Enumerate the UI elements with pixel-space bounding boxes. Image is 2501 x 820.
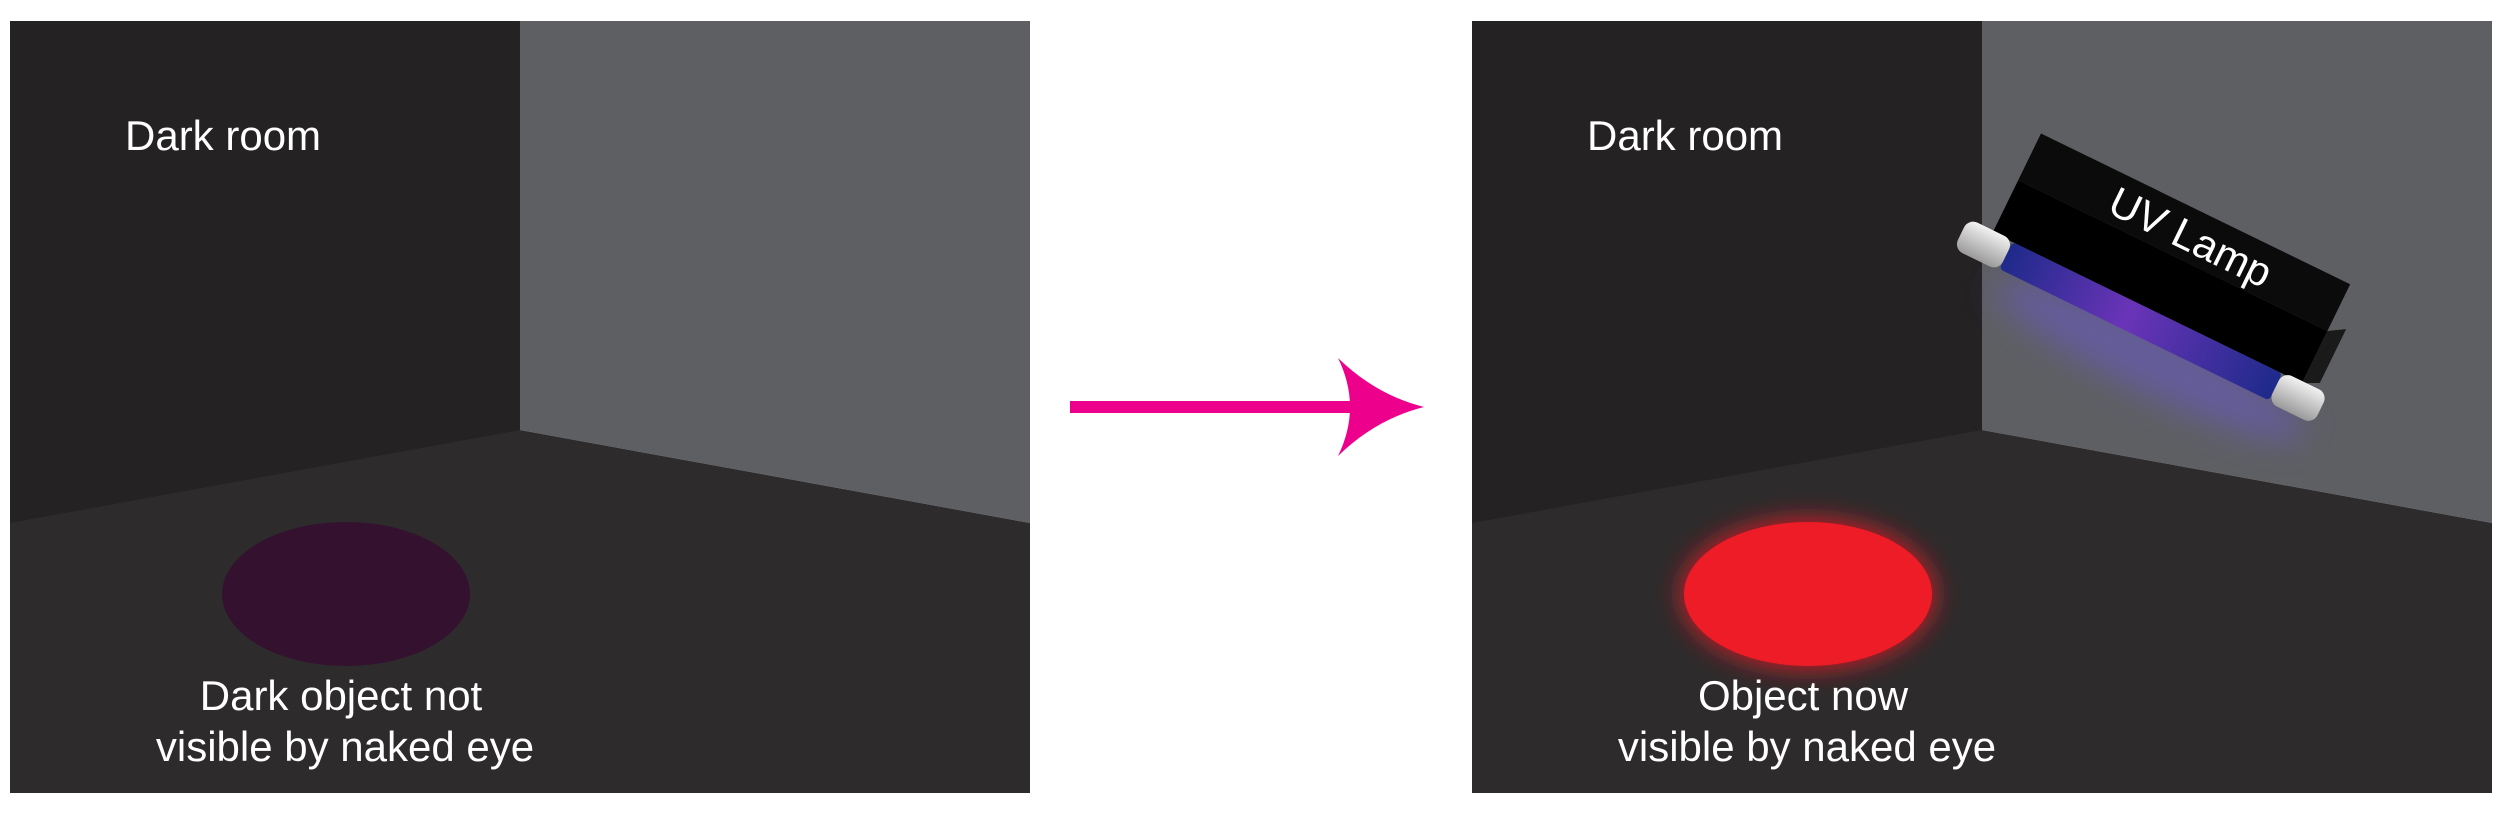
right-floor [1472, 430, 2492, 793]
left-side-wall [520, 21, 1030, 523]
tube-cap-left [1956, 221, 2011, 268]
right-room-label: Dark room [1587, 112, 1783, 159]
right-room-panel: Dark room Object now visible by naked ey… [1472, 21, 2492, 793]
transition-arrow [1070, 358, 1424, 456]
right-caption-line1: Object now [1698, 672, 1909, 719]
arrow-shaft [1070, 401, 1360, 413]
dark-object [222, 522, 470, 666]
uv-lamp: UV Lamp [1956, 133, 2351, 440]
lamp-housing-side [1992, 180, 2328, 384]
arrow-head [1338, 358, 1424, 456]
left-back-wall [10, 21, 520, 523]
uv-tube [2000, 243, 2281, 400]
right-caption-line2: visible by naked eye [1618, 723, 1996, 770]
left-floor [10, 430, 1030, 793]
uv-light-glow [1996, 280, 2304, 440]
right-back-wall [1472, 21, 1982, 523]
left-room-label: Dark room [125, 112, 321, 159]
lamp-housing-end [2301, 329, 2347, 384]
glowing-object [1684, 522, 1932, 666]
left-caption-line1: Dark object not [200, 672, 483, 719]
lamp-housing-top [2018, 133, 2351, 332]
left-caption-line2: visible by naked eye [156, 723, 534, 770]
left-room-panel: Dark room Dark object not visible by nak… [10, 21, 1030, 793]
tube-cap-right [2271, 375, 2325, 421]
